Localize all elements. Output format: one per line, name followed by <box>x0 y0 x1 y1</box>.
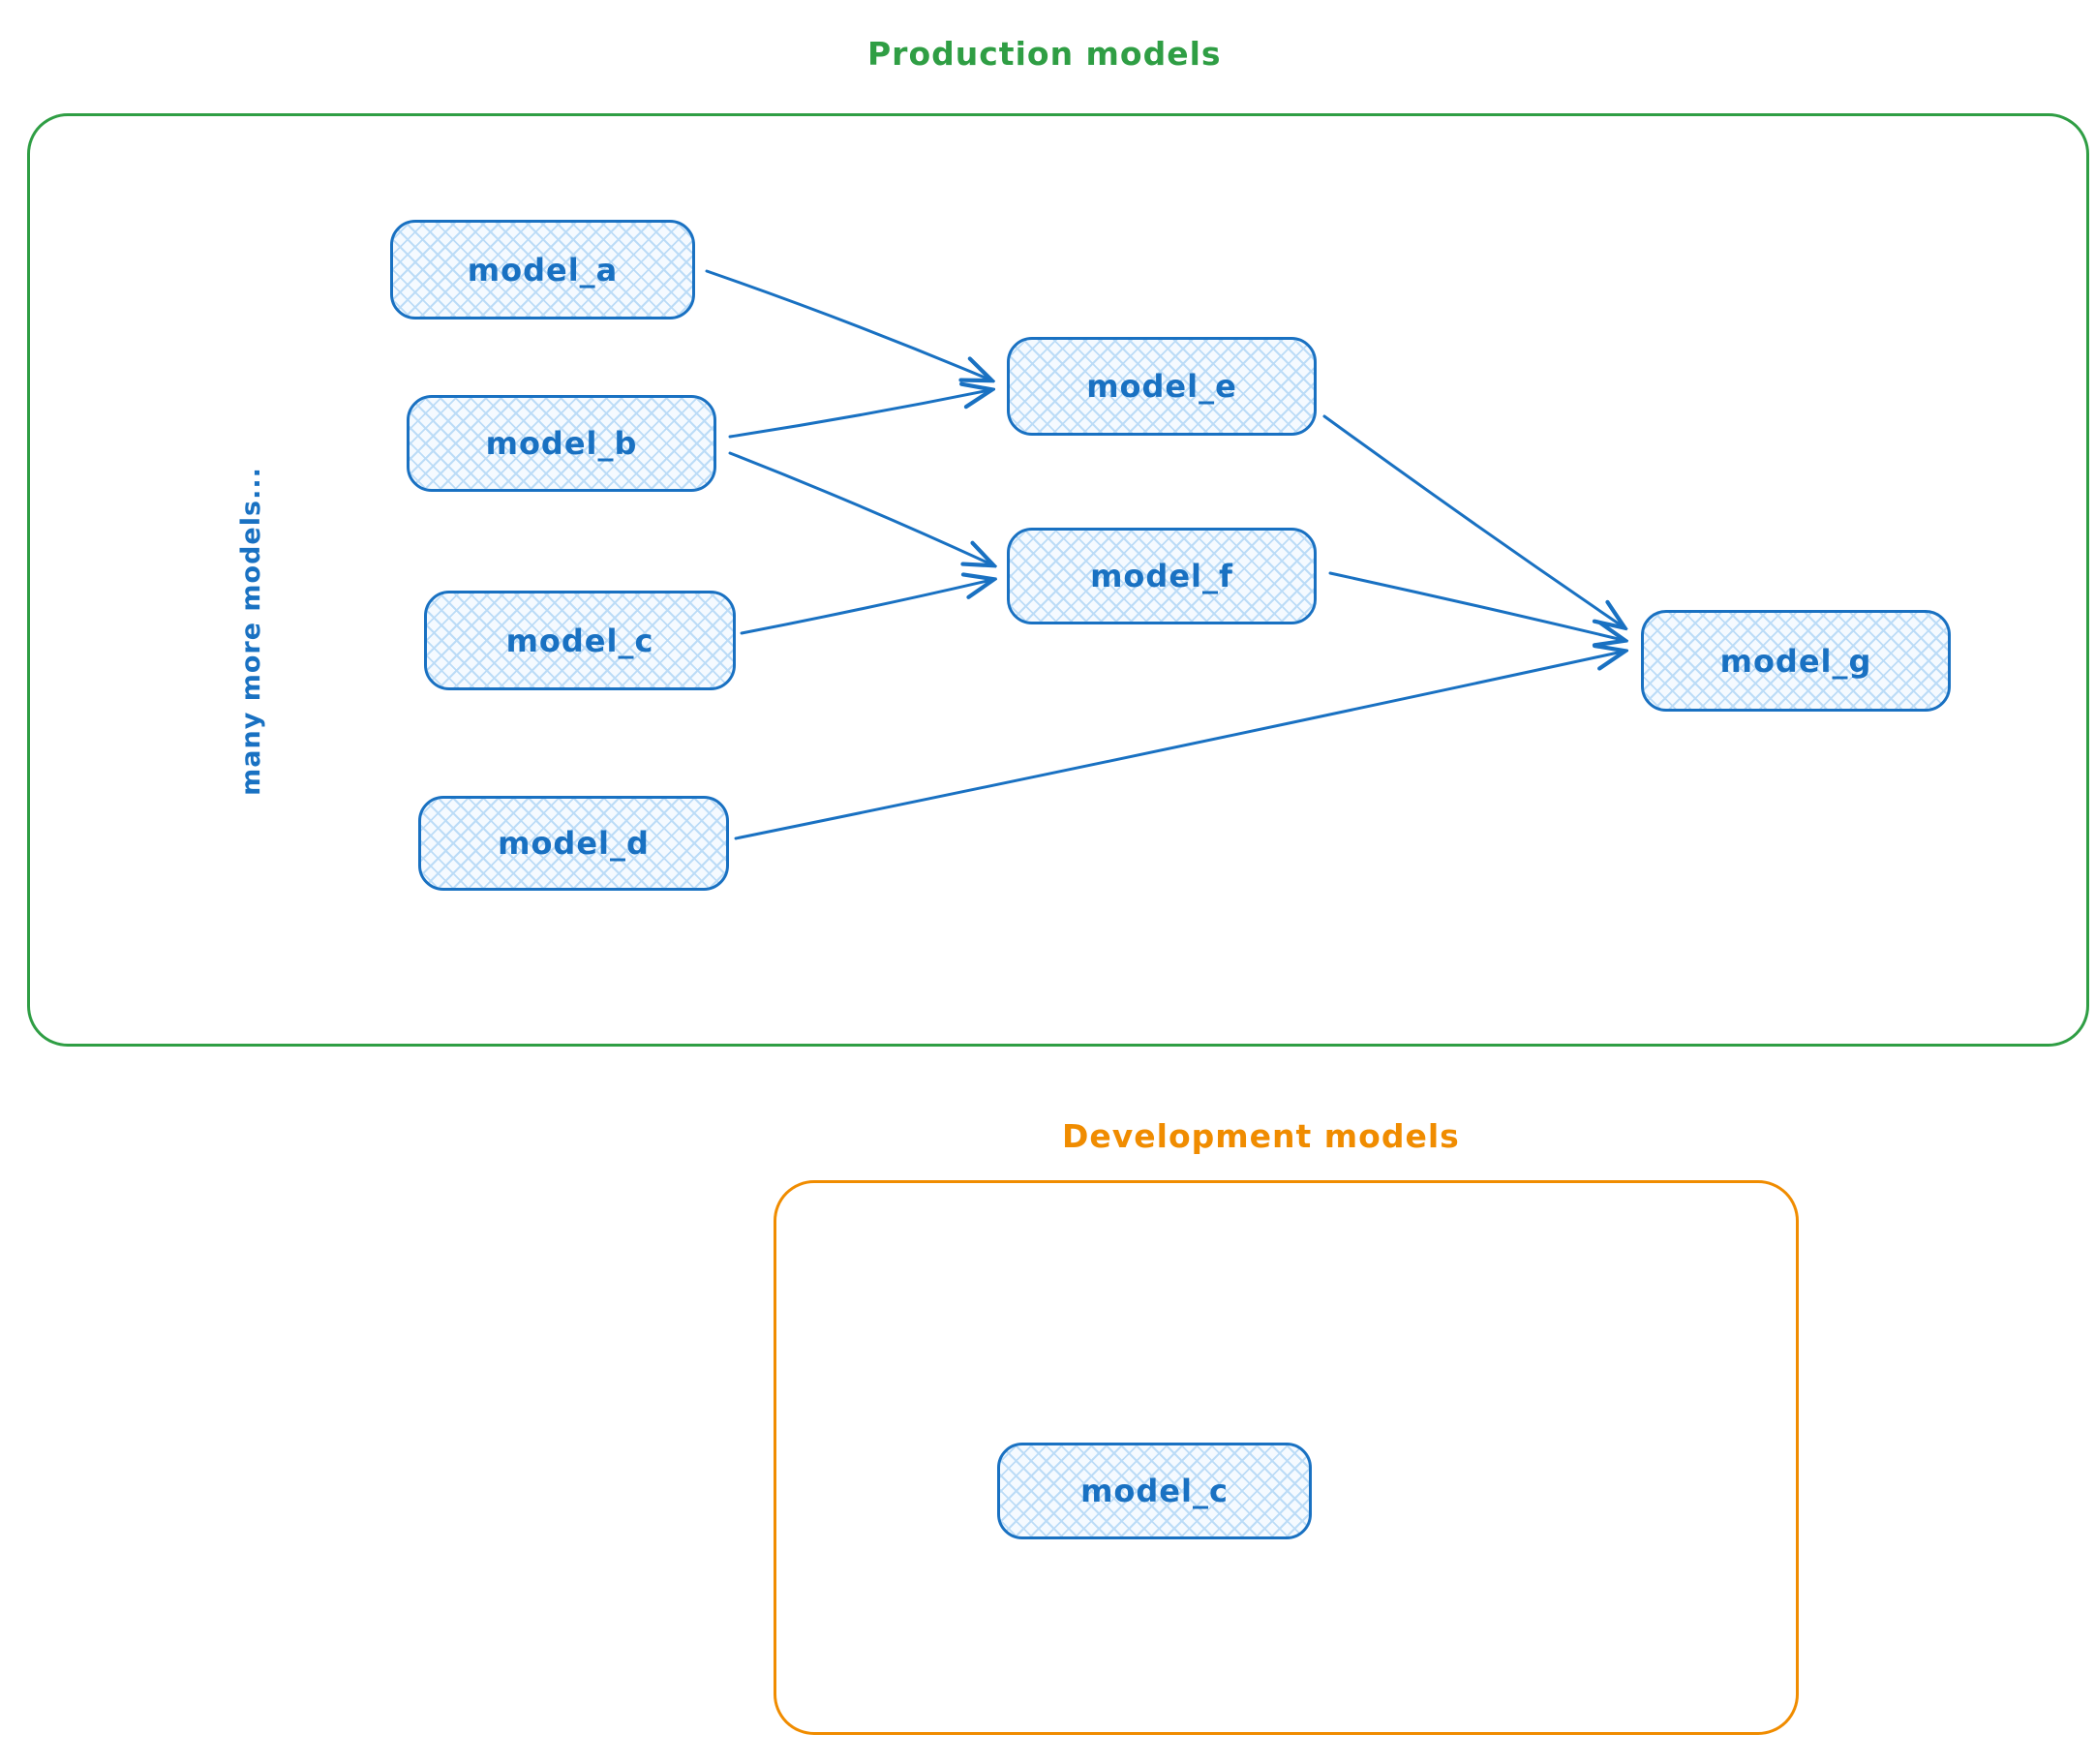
node-dev-model-c: model_c <box>997 1443 1312 1539</box>
node-model-d-label: model_d <box>498 825 650 862</box>
node-model-f-label: model_f <box>1090 558 1233 594</box>
node-dev-model-c-label: model_c <box>1080 1473 1229 1509</box>
node-model-g: model_g <box>1641 610 1951 712</box>
node-model-g-label: model_g <box>1719 642 1872 680</box>
development-group-title: Development models <box>1062 1117 1460 1155</box>
node-model-f: model_f <box>1007 528 1317 624</box>
development-group-box <box>774 1180 1799 1735</box>
production-group-title: Production models <box>867 35 1222 73</box>
production-group-box <box>27 113 2089 1047</box>
node-model-a-label: model_a <box>467 251 619 289</box>
node-model-c: model_c <box>424 591 736 690</box>
node-model-c-label: model_c <box>505 622 654 659</box>
node-model-a: model_a <box>390 220 695 319</box>
node-model-b-label: model_b <box>485 425 638 462</box>
node-model-d: model_d <box>418 796 729 891</box>
many-more-models-note: many more models... <box>236 467 266 796</box>
node-model-b: model_b <box>407 395 716 492</box>
node-model-e: model_e <box>1007 337 1317 436</box>
node-model-e-label: model_e <box>1086 368 1237 405</box>
